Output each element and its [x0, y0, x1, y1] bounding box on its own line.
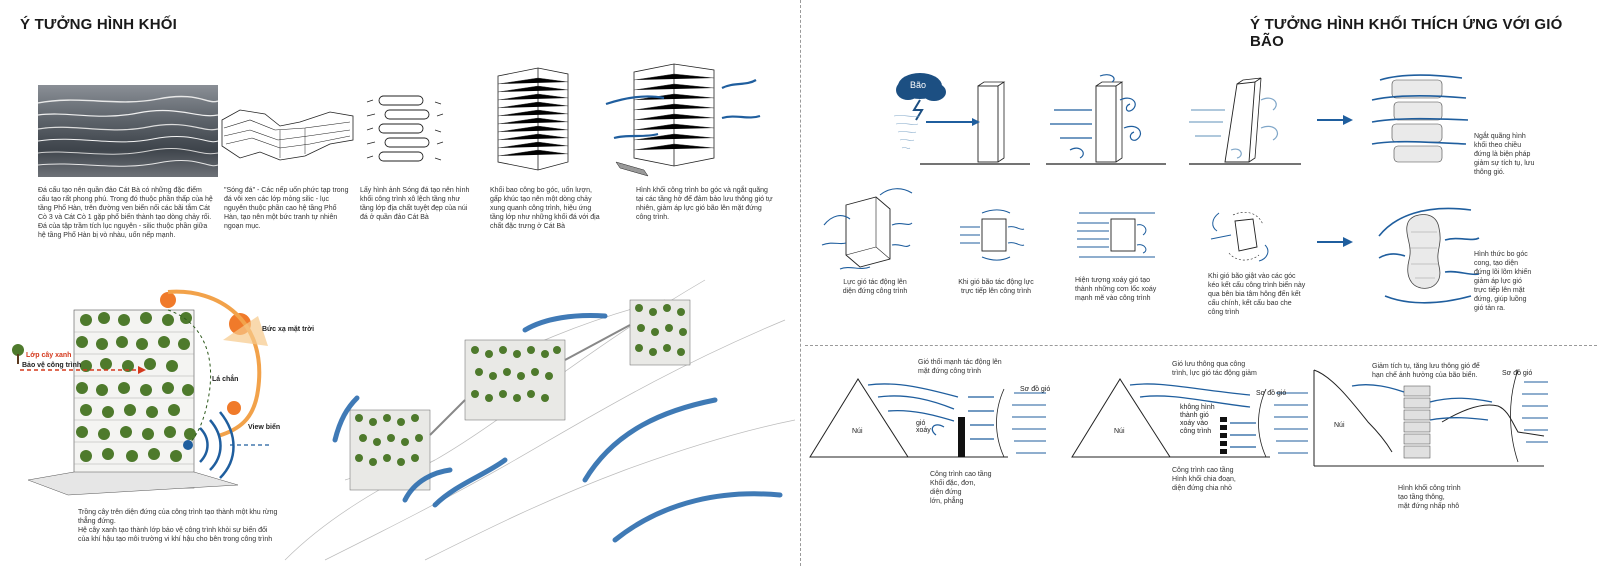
row2-caption-4: Khi gió bão giật vào các góc kéo kết cấu… — [1208, 273, 1306, 316]
caption-envelope: Khối bao công bo góc, uốn lượn, gấp khúc… — [490, 187, 600, 230]
section-3-diagram-label: Sơ đồ gió — [1502, 370, 1533, 377]
section-1-bottom: Công trình cao tầng Khối đặc, đơn, diện … — [930, 471, 992, 505]
section-1-top: Gió thổi mạnh tác động lên mặt đứng công… — [918, 359, 1002, 375]
storm-label: Bão — [910, 80, 927, 90]
section-1-mountain: Núi — [852, 428, 863, 435]
building-sketch-1 — [497, 67, 569, 171]
row1-arrow — [1317, 115, 1353, 125]
curved-building-diagram — [1378, 207, 1480, 304]
gust-corner-diagram — [1210, 212, 1269, 262]
section-2-vortex: không hình thành gió xoáy vào công trình — [1180, 404, 1215, 435]
label-shade: Lá chắn — [212, 376, 239, 383]
slab-wind-diagram — [821, 188, 913, 270]
label-tree-layer: Lớp cây xanh — [26, 352, 72, 359]
wave-stack-diagram — [366, 95, 444, 162]
section-3-bottom: Hình khối công trình tạo tầng thông, mặt… — [1398, 485, 1461, 510]
caption-rock: Đá cấu tạo nên quần đảo Cát Bà có những … — [38, 187, 213, 239]
twisted-building-diagram — [1189, 77, 1301, 165]
section-3-diagram — [1313, 369, 1548, 467]
row2-note: Hình thức bo góc cong, tạo diện đứng lõi… — [1474, 251, 1532, 312]
right-title: Ý TƯỞNG HÌNH KHỐI THÍCH ỨNG VỚI GIÓ BÃO — [1250, 16, 1563, 50]
section-3-top: Giảm tích tụ, tăng lưu thông gió để hạn … — [1372, 363, 1480, 379]
section-2-mountain: Núi — [1114, 428, 1125, 435]
label-sea-view: View biển — [248, 424, 281, 431]
caption-form: Lấy hình ảnh Sóng đá tạo nên hình khối c… — [360, 187, 470, 221]
caption-wind-gap: Hình khối công trình bo góc và ngắt quãn… — [636, 187, 773, 221]
row1-note: Ngắt quãng hình khối theo chiều đứng là … — [1474, 133, 1535, 176]
wind-vortex-diagram — [1046, 74, 1166, 165]
section-3-mountain: Núi — [1334, 422, 1345, 429]
section-1-diagram — [809, 378, 1046, 458]
section-2-diagram — [1071, 378, 1308, 458]
box-direct-wind-diagram — [960, 209, 1025, 261]
label-solar: Bức xạ mặt trời — [262, 326, 315, 333]
section-2-bottom: Công trình cao tầng Hình khối chia đoạn,… — [1172, 467, 1236, 492]
row2-caption-1: Lực gió tác động lên diện đứng công trìn… — [842, 279, 908, 295]
section-2-diagram-label: Sơ đồ gió — [1256, 390, 1287, 397]
strata-sketch — [221, 109, 354, 161]
section-2-top: Gió lưu thông qua công trình, lực gió tá… — [1172, 361, 1257, 377]
green-tower-diagram — [12, 289, 270, 496]
rock-photo — [38, 85, 218, 177]
section-1-diagram-label: Sơ đồ gió — [1020, 386, 1051, 393]
center-divider — [800, 0, 801, 566]
gapped-building-diagram — [1371, 74, 1469, 163]
left-title: Ý TƯỞNG HÌNH KHỐI — [20, 16, 177, 33]
row2-caption-2: Khi gió bão tác động lực trực tiếp lên c… — [958, 279, 1034, 295]
vortex-box-diagram — [1077, 212, 1155, 258]
row2-arrow — [1317, 237, 1353, 247]
caption-song-da: "Sóng đá" - Các nếp uốn phức tạp trong đ… — [224, 187, 349, 230]
label-tree-protect: Bảo vệ công trình — [22, 362, 82, 369]
rock-strata-pattern — [38, 95, 218, 167]
aerial-site-sketch — [284, 279, 796, 561]
storm-building-diagram — [893, 73, 1030, 165]
building-sketch-2 — [605, 63, 761, 177]
row2-caption-3: Hiện tượng xoáy gió tạo thành những cơn … — [1075, 277, 1157, 302]
right-horizontal-divider — [805, 345, 1597, 346]
section-1-vortex: gió xoáy — [916, 420, 931, 434]
caption-green-tower: Trồng cây trên diện đứng của công trình … — [78, 509, 278, 543]
